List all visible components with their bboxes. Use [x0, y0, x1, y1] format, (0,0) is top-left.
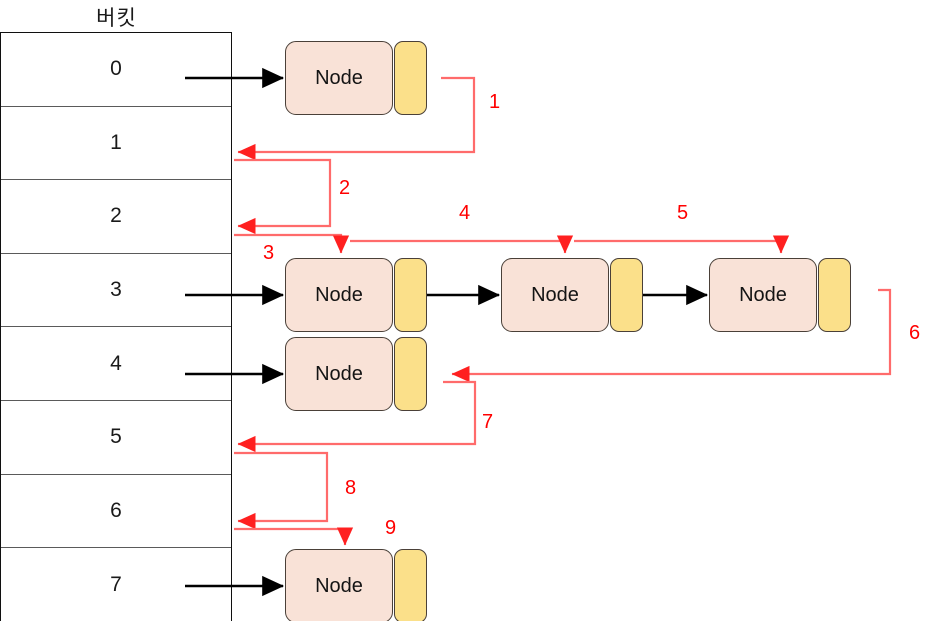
node-bucket-0[interactable]: Node	[285, 41, 427, 115]
traversal-arrow-4	[350, 235, 574, 254]
node-pointer-field[interactable]	[394, 337, 427, 411]
traversal-step-label-6: 6	[909, 322, 921, 344]
bucket-index-label: 3	[110, 278, 122, 302]
node-label: Node	[709, 258, 817, 332]
node-bucket-7[interactable]: Node	[285, 549, 427, 621]
traversal-step-label-8: 8	[345, 477, 357, 499]
node-bucket-3-third[interactable]: Node	[709, 258, 851, 332]
node-label: Node	[285, 337, 393, 411]
bucket-index-label: 0	[110, 57, 122, 81]
traversal-step-label-3: 3	[263, 242, 275, 264]
node-bucket-3-second[interactable]: Node	[501, 258, 643, 332]
traversal-step-label-1: 1	[489, 91, 501, 113]
traversal-step-label-7: 7	[482, 411, 494, 433]
traversal-step-label-4: 4	[459, 202, 471, 224]
node-label: Node	[285, 41, 393, 115]
traversal-arrow-9	[234, 527, 354, 546]
bucket-table: 0 1 2 3 4 5 6 7	[0, 32, 232, 621]
traversal-arrow-8	[234, 451, 329, 530]
bucket-row-3[interactable]: 3	[1, 254, 231, 328]
node-pointer-field[interactable]	[818, 258, 851, 332]
bucket-row-7[interactable]: 7	[1, 548, 231, 621]
node-label: Node	[285, 258, 393, 332]
node-pointer-field[interactable]	[394, 258, 427, 332]
node-label: Node	[501, 258, 609, 332]
node-pointer-field[interactable]	[610, 258, 643, 332]
traversal-step-label-5: 5	[677, 202, 689, 224]
bucket-row-6[interactable]: 6	[1, 475, 231, 549]
node-pointer-field[interactable]	[394, 41, 427, 115]
bucket-table-title: 버킷	[96, 7, 137, 30]
node-pointer-field[interactable]	[394, 549, 427, 621]
bucket-index-label: 1	[110, 130, 122, 154]
traversal-arrow-3	[234, 233, 350, 254]
bucket-row-4[interactable]: 4	[1, 327, 231, 401]
bucket-row-0[interactable]: 0	[1, 33, 231, 107]
traversal-arrow-2	[234, 158, 332, 235]
node-bucket-3-first[interactable]: Node	[285, 258, 427, 332]
bucket-index-label: 5	[110, 425, 122, 449]
node-label: Node	[285, 549, 393, 621]
bucket-index-label: 4	[110, 351, 122, 375]
traversal-step-label-2: 2	[339, 177, 351, 199]
node-bucket-4[interactable]: Node	[285, 337, 427, 411]
traversal-arrow-5	[574, 235, 790, 254]
traversal-step-label-9: 9	[385, 517, 397, 539]
bucket-index-label: 2	[110, 204, 122, 228]
bucket-row-2[interactable]: 2	[1, 180, 231, 254]
bucket-index-label: 7	[110, 572, 122, 596]
bucket-row-5[interactable]: 5	[1, 401, 231, 475]
bucket-index-label: 6	[110, 498, 122, 522]
bucket-row-1[interactable]: 1	[1, 107, 231, 181]
